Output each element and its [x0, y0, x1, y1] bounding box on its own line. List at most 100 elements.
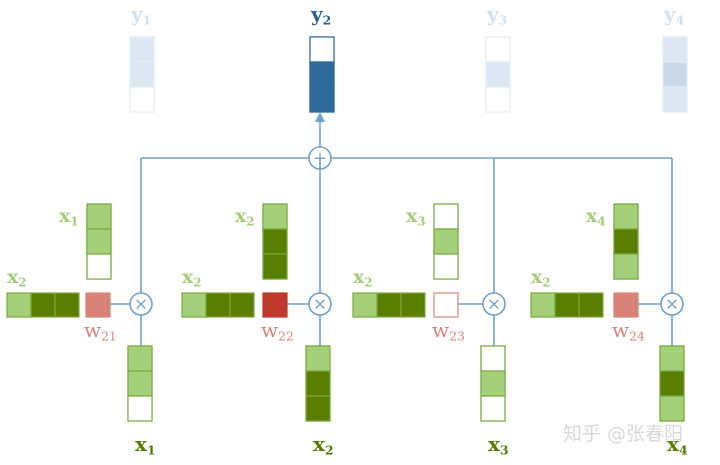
output-y4-label: y4	[663, 2, 685, 28]
unit2-key-label: x2	[235, 205, 255, 228]
unit4-key-vector-cell	[613, 203, 639, 230]
output-y4-vector-cell	[662, 61, 688, 88]
unit2-weight-label: w22	[261, 318, 294, 344]
output-y4-vector-cell	[662, 86, 688, 113]
unit2-value-label: x2	[313, 432, 334, 458]
unit3-query-vector-cell	[352, 292, 378, 318]
unit2-value-vector-cell	[305, 370, 331, 397]
output-y2-vector-cell	[309, 36, 335, 63]
unit4-key-vector	[613, 203, 639, 280]
unit3-value-label: x3	[488, 432, 509, 458]
unit2-query-vector	[181, 292, 255, 318]
unit4-value-vector-cell	[659, 370, 685, 397]
unit1-value-vector	[127, 345, 153, 422]
unit2-key-vector-cell	[262, 203, 288, 230]
unit3-query-label: x2	[353, 266, 373, 289]
unit4-query-vector-cell	[554, 292, 580, 318]
unit1-weight-square	[85, 292, 111, 318]
unit3-weight-square	[433, 292, 459, 318]
unit4-multiply-node	[660, 292, 684, 316]
unit1-multiply-node-symbol: ×	[134, 295, 148, 315]
unit1-value-vector-cell	[127, 395, 153, 422]
unit2-weight-square	[262, 292, 288, 318]
unit1-query-vector	[6, 292, 80, 318]
unit2-multiply-node-symbol: ×	[313, 295, 327, 315]
unit4-weight-label: w24	[612, 318, 645, 344]
output-y3-vector-cell	[485, 36, 511, 63]
output-y3-vector	[485, 36, 511, 113]
unit2-multiply-node	[308, 292, 332, 316]
unit2-key-vector-cell	[262, 253, 288, 280]
unit3-key-vector-cell	[433, 253, 459, 280]
unit3-value-vector	[480, 345, 506, 422]
unit3-key-vector-cell	[433, 203, 459, 230]
output-y3-label: y3	[486, 2, 507, 28]
output-y2-vector	[309, 36, 335, 113]
unit3-query-vector-cell	[400, 292, 426, 318]
unit2-value-vector-cell	[305, 345, 331, 372]
output-y3-vector-cell	[485, 86, 511, 113]
unit1-query-vector-cell	[54, 292, 80, 318]
output-y2-vector-cell	[309, 86, 335, 113]
unit4-key-vector-cell	[613, 228, 639, 255]
unit3-value-vector-cell	[480, 370, 506, 397]
unit1-key-vector-cell	[86, 228, 112, 255]
unit4-multiply-node-symbol: ×	[665, 295, 679, 315]
output-y4-vector	[662, 36, 688, 113]
output-y2-label: y2	[310, 2, 331, 28]
unit2-query-vector-cell	[229, 292, 255, 318]
unit4-query-vector	[530, 292, 604, 318]
arrow-head	[315, 112, 325, 122]
output-y3-vector-cell	[485, 61, 511, 88]
watermark-text: 知乎 @张春阳	[563, 423, 683, 445]
output-y1-vector-cell	[129, 36, 155, 63]
unit3-value-vector-cell	[480, 345, 506, 372]
unit4-query-vector-cell	[578, 292, 604, 318]
unit1-value-vector-cell	[127, 345, 153, 372]
unit2-query-label: x2	[182, 266, 202, 289]
unit2-value-vector-cell	[305, 395, 331, 422]
output-y4-vector-cell	[662, 36, 688, 63]
unit3-key-vector-cell	[433, 228, 459, 255]
unit1-query-vector-cell	[6, 292, 32, 318]
unit3-query-vector-cell	[376, 292, 402, 318]
unit1-query-vector-cell	[30, 292, 56, 318]
unit4-key-vector-cell	[613, 253, 639, 280]
unit1-multiply-node	[129, 292, 153, 316]
unit3-query-vector	[352, 292, 426, 318]
unit2-query-vector-cell	[205, 292, 231, 318]
unit3-key-label: x3	[406, 205, 426, 228]
unit2-key-vector-cell	[262, 228, 288, 255]
unit4-value-vector-cell	[659, 395, 685, 422]
unit1-value-vector-cell	[127, 370, 153, 397]
output-y1-vector-cell	[129, 86, 155, 113]
unit4-query-vector-cell	[530, 292, 556, 318]
unit1-weight-label: w21	[84, 318, 117, 344]
unit1-key-vector-cell	[86, 203, 112, 230]
unit3-multiply-node	[482, 292, 506, 316]
unit4-query-label: x2	[531, 266, 551, 289]
unit2-query-vector-cell	[181, 292, 207, 318]
unit1-key-vector	[86, 203, 112, 280]
unit4-key-label: x4	[586, 205, 606, 228]
unit4-value-vector-cell	[659, 345, 685, 372]
unit1-key-label: x1	[59, 205, 79, 228]
output-y1-vector-cell	[129, 61, 155, 88]
unit3-multiply-node-symbol: ×	[487, 295, 501, 315]
unit1-key-vector-cell	[86, 253, 112, 280]
unit1-value-label: x1	[135, 432, 156, 458]
unit2-key-vector	[262, 203, 288, 280]
unit1-query-label: x2	[7, 266, 27, 289]
unit2-value-vector	[305, 345, 331, 422]
unit4-value-vector	[659, 345, 685, 422]
output-y1-label: y1	[130, 2, 151, 28]
output-y1-vector	[129, 36, 155, 113]
unit3-key-vector	[433, 203, 459, 280]
output-y2-vector-cell	[309, 61, 335, 88]
unit4-value-label: x4	[667, 432, 688, 458]
unit3-weight-label: w23	[432, 318, 465, 344]
unit4-weight-square	[613, 292, 639, 318]
unit3-value-vector-cell	[480, 395, 506, 422]
